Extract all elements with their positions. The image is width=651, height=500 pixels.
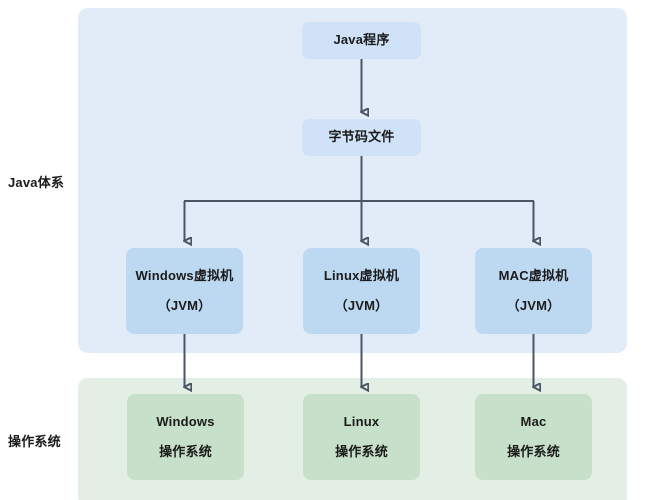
node-bytecode-file-label: 字节码文件 [328, 129, 395, 145]
node-os-mac-line1: Mac [520, 414, 547, 430]
node-jvm-mac-line2: （JVM） [506, 297, 561, 313]
node-os-windows-line1: Windows [156, 414, 215, 430]
node-java-program-label: Java程序 [333, 32, 390, 48]
node-bytecode-file[interactable]: 字节码文件 [302, 119, 421, 156]
node-jvm-mac-line1: MAC虚拟机 [498, 268, 569, 284]
node-os-windows-line2: 操作系统 [159, 443, 212, 459]
node-jvm-linux-line2: （JVM） [334, 297, 389, 313]
node-os-mac[interactable]: Mac 操作系统 [475, 394, 592, 480]
node-java-program[interactable]: Java程序 [302, 22, 421, 59]
node-os-linux-line1: Linux [343, 414, 380, 430]
node-jvm-windows-line2: （JVM） [157, 297, 212, 313]
node-os-linux[interactable]: Linux 操作系统 [303, 394, 420, 480]
node-jvm-windows-line1: Windows虚拟机 [135, 268, 234, 284]
node-os-windows[interactable]: Windows 操作系统 [127, 394, 244, 480]
os-layer-label: 操作系统 [8, 434, 61, 449]
node-jvm-linux[interactable]: Linux虚拟机 （JVM） [303, 248, 420, 334]
node-os-mac-line2: 操作系统 [507, 443, 560, 459]
node-jvm-linux-line1: Linux虚拟机 [323, 268, 400, 284]
node-jvm-mac[interactable]: MAC虚拟机 （JVM） [475, 248, 592, 334]
node-os-linux-line2: 操作系统 [335, 443, 388, 459]
java-layer-label: Java体系 [8, 175, 65, 190]
node-jvm-windows[interactable]: Windows虚拟机 （JVM） [126, 248, 243, 334]
